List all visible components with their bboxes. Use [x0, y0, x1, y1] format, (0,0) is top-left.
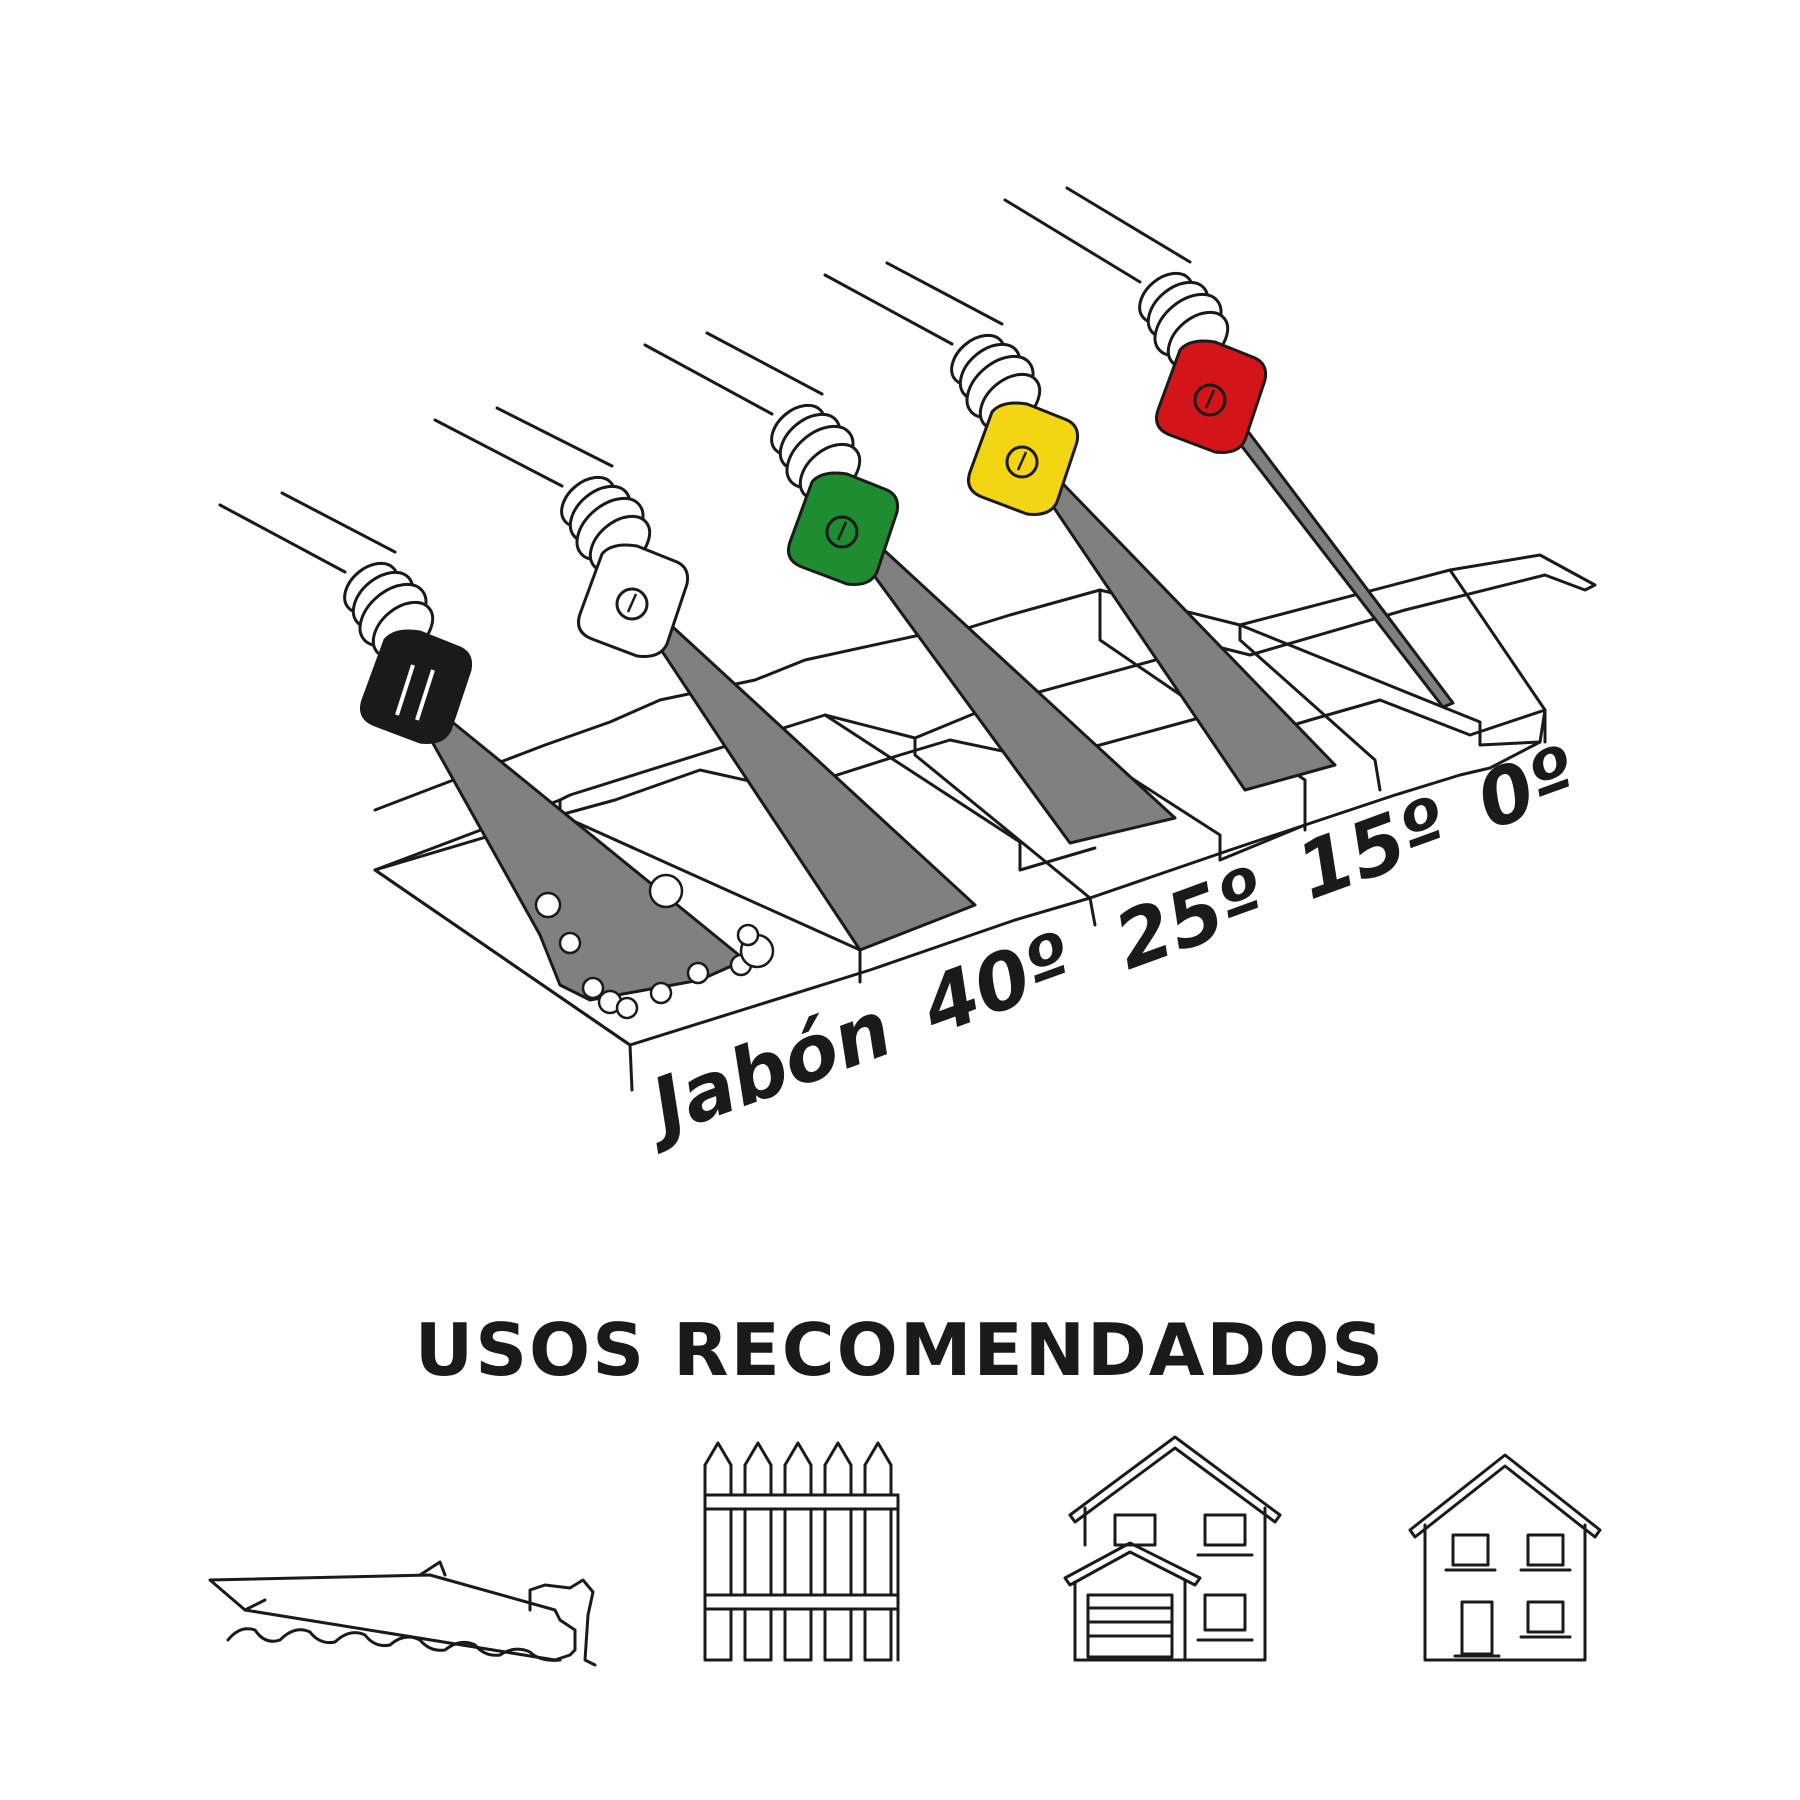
wand-line	[705, 331, 824, 396]
wand-line	[280, 491, 397, 554]
nozzle-orifice-slit	[1016, 451, 1028, 471]
wand-line	[885, 261, 1004, 326]
nozzle-wand-15	[823, 261, 1079, 516]
two-story-house-icon	[1063, 1435, 1282, 1662]
spray-soap	[418, 706, 775, 1020]
section-title: USOS RECOMENDADOS	[415, 1308, 1386, 1392]
wand-line	[1003, 198, 1142, 284]
wand-line	[1065, 186, 1192, 264]
soap-slot	[415, 669, 435, 721]
fence-icon	[703, 1441, 900, 1662]
nozzle-wand-25	[643, 331, 899, 586]
nozzle-wands	[218, 186, 1267, 744]
nozzle-orifice-slit	[626, 593, 638, 613]
wand-line	[495, 406, 614, 468]
nozzle-wand-0	[1003, 186, 1267, 454]
soap-bubbles	[534, 873, 775, 1020]
house-icon	[1408, 1453, 1602, 1662]
nozzle-wand-soap	[218, 491, 472, 744]
wand-line	[433, 418, 564, 488]
nozzle-wand-40	[433, 406, 689, 658]
nozzle-tip-soap	[360, 629, 472, 744]
wand-line	[643, 343, 774, 416]
nozzle-orifice-slit	[836, 521, 848, 541]
soap-slot	[395, 664, 415, 716]
nozzle-orifice-slit	[1204, 389, 1216, 409]
wand-line	[218, 503, 347, 574]
wand-line	[823, 273, 954, 346]
boat-icon	[208, 1560, 597, 1667]
